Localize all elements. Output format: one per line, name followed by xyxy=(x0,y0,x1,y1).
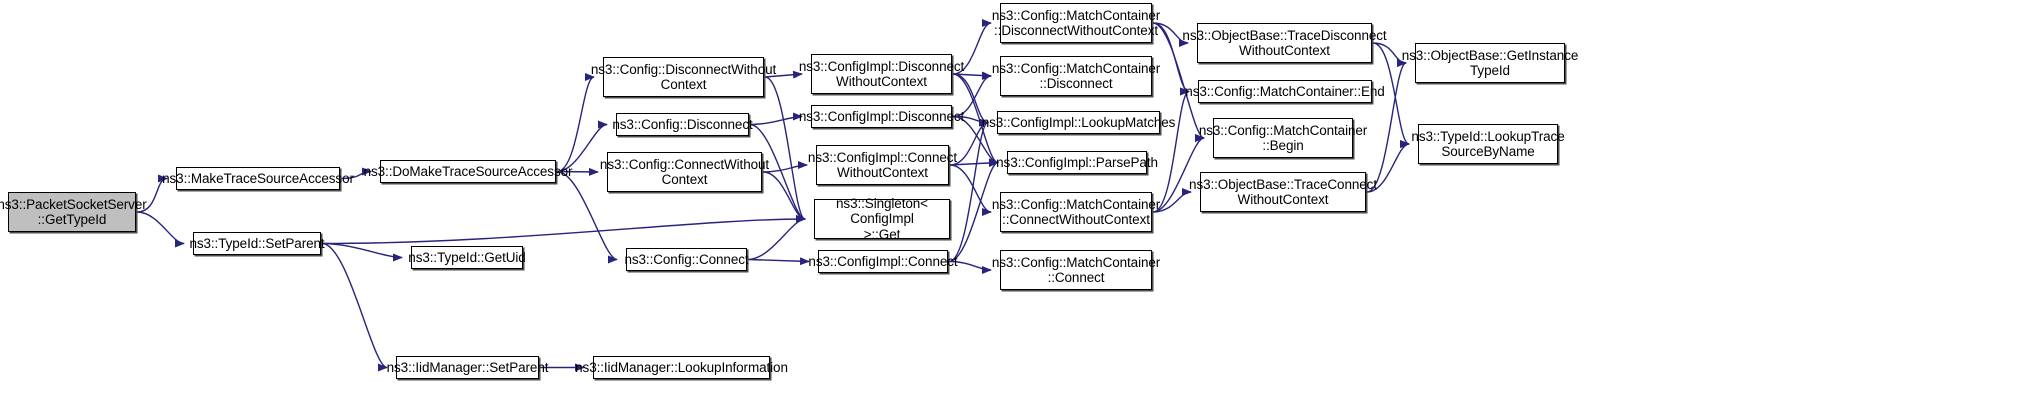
graph-node[interactable]: ns3::Singleton< ConfigImpl >::Get xyxy=(814,196,950,242)
graph-edge xyxy=(1152,87,1190,213)
graph-node[interactable]: ns3::TypeId::LookupTrace SourceByName xyxy=(1411,124,1565,164)
graph-node[interactable]: ns3::PacketSocketServer ::GetTypeId xyxy=(0,192,147,232)
graph-node[interactable]: ns3::Config::MatchContainer ::Connect xyxy=(992,250,1160,290)
graph-node[interactable]: ns3::Config::MatchContainer ::Begin xyxy=(1199,118,1367,158)
graph-edge xyxy=(321,242,388,372)
graph-edge xyxy=(762,171,806,223)
graph-edge xyxy=(556,73,595,173)
graph-node[interactable]: ns3::ObjectBase::GetInstance TypeId xyxy=(1402,43,1578,83)
graph-edge xyxy=(321,215,806,245)
graph-node[interactable]: ns3::Config::Connect xyxy=(624,248,749,271)
graph-node[interactable]: ns3::ObjectBase::TraceConnect WithoutCon… xyxy=(1189,172,1377,212)
graph-edge xyxy=(321,242,403,262)
graph-node[interactable]: ns3::Config::MatchContainer ::Disconnect… xyxy=(992,3,1160,43)
graph-node[interactable]: ns3::DoMakeTraceSourceAccessor xyxy=(364,160,573,183)
graph-node[interactable]: ns3::TypeId::GetUid xyxy=(408,246,526,269)
graph-edge xyxy=(1366,59,1407,193)
graph-edge xyxy=(764,76,806,223)
graph-edge xyxy=(749,112,803,126)
graph-node[interactable]: ns3::ConfigImpl::LookupMatches xyxy=(982,111,1175,134)
graph-node[interactable]: ns3::ConfigImpl::Connect WithoutContext xyxy=(808,145,957,185)
graph-node[interactable]: ns3::TypeId::SetParent xyxy=(189,232,325,255)
graph-node[interactable]: ns3::Config::MatchContainer ::ConnectWit… xyxy=(992,192,1160,232)
graph-node[interactable]: ns3::Config::DisconnectWithout Context xyxy=(591,57,776,97)
graph-node[interactable]: ns3::MakeTraceSourceAccessor xyxy=(162,167,354,190)
graph-node[interactable]: ns3::ConfigImpl::Disconnect xyxy=(799,105,964,128)
graph-node[interactable]: ns3::Config::MatchContainer ::Disconnect xyxy=(992,56,1160,96)
graph-edge xyxy=(747,215,806,261)
graph-edge xyxy=(949,158,999,167)
graph-node[interactable]: ns3::IidManager::LookupInformation xyxy=(575,356,788,379)
graph-node[interactable]: ns3::ObjectBase::TraceDisconnect Without… xyxy=(1182,23,1387,63)
graph-node[interactable]: ns3::ConfigImpl::Connect xyxy=(808,250,958,273)
graph-node[interactable]: ns3::Config::Disconnect xyxy=(612,113,753,136)
graph-edge xyxy=(747,257,810,266)
graph-node[interactable]: ns3::ConfigImpl::Disconnect WithoutConte… xyxy=(799,54,964,94)
graph-node[interactable]: ns3::ConfigImpl::ParsePath xyxy=(996,151,1158,174)
graph-node[interactable]: ns3::Config::ConnectWithout Context xyxy=(600,152,769,192)
graph-node[interactable]: ns3::Config::MatchContainer::End xyxy=(1185,80,1385,103)
graph-node[interactable]: ns3::IidManager::SetParent xyxy=(387,356,548,379)
graph-edge xyxy=(762,161,808,173)
graph-edge xyxy=(948,118,989,263)
